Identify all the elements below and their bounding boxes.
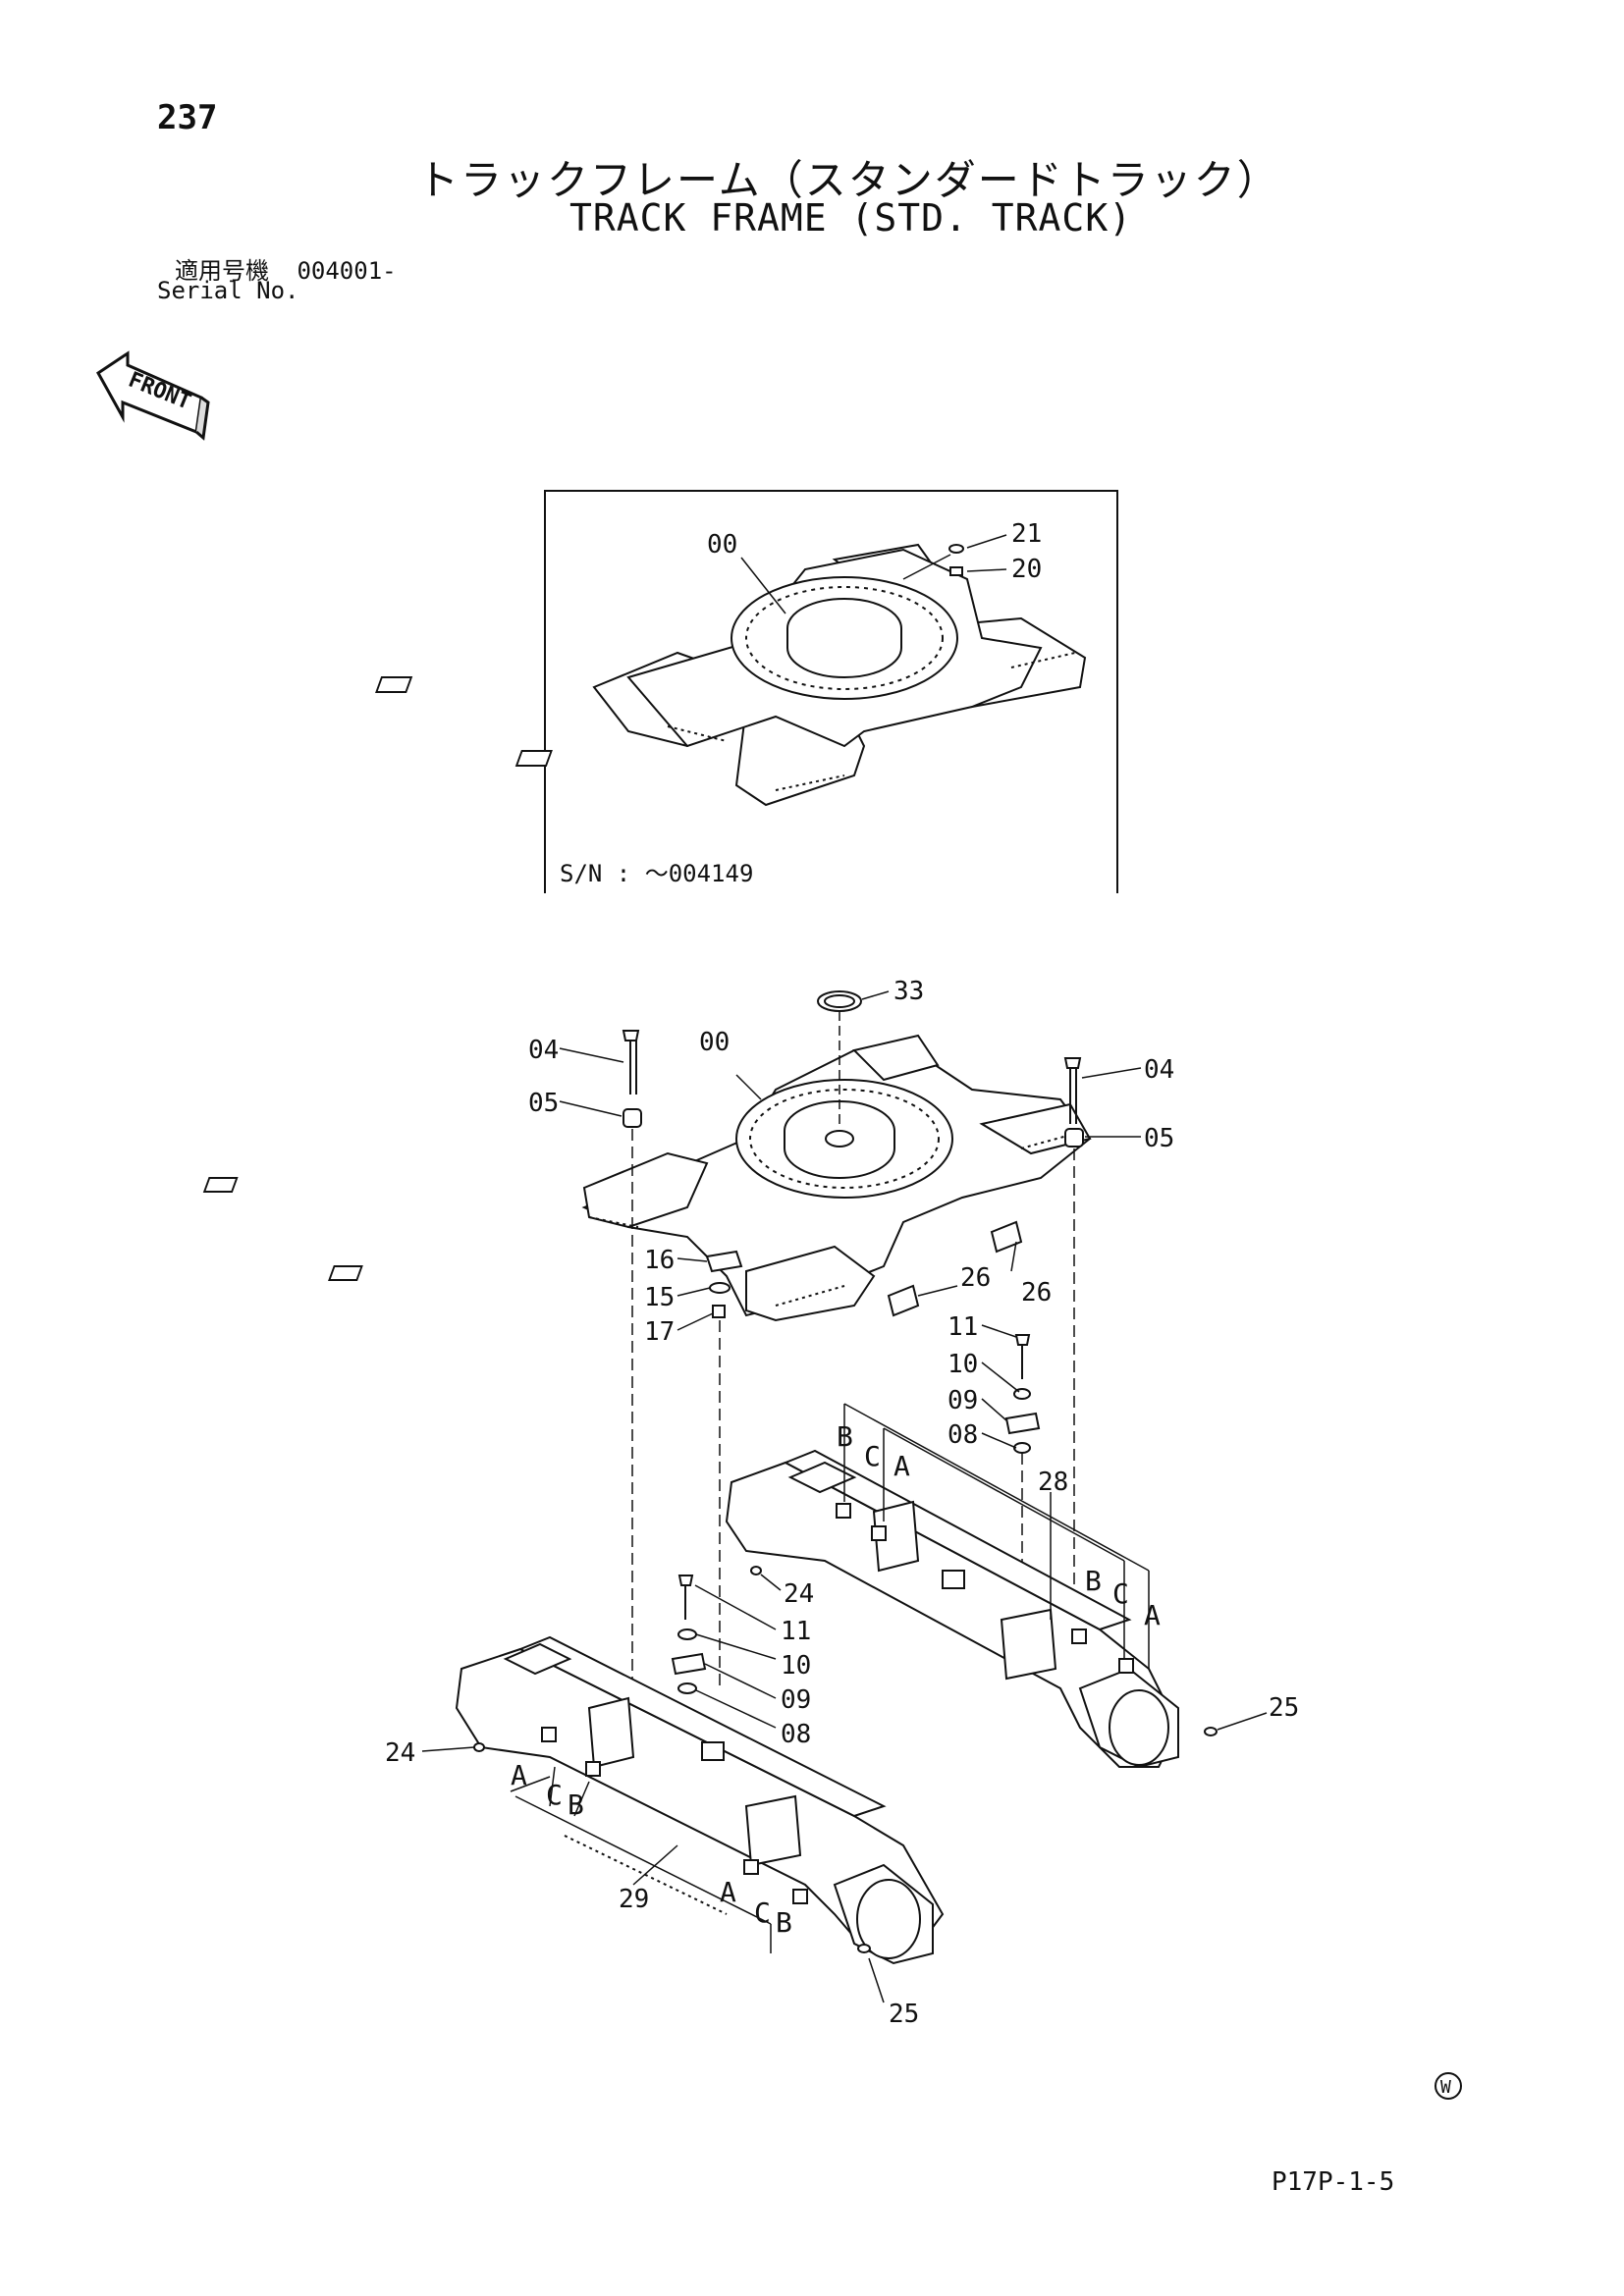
inset-frame-drawing [375,543,1087,807]
view-letter-b-left-1: B [568,1789,584,1821]
view-letter-a-right-top: A [893,1450,910,1482]
callout-15: 15 [644,1283,675,1312]
callout-24-left: 24 [385,1738,415,1768]
inset-callout-00: 00 [707,530,737,560]
left-track-frame-drawing [455,1575,945,1965]
sheet-code: P17P-1-5 [1272,2167,1395,2197]
view-letter-c-left-1: C [546,1779,563,1811]
callout-24-right: 24 [784,1579,814,1609]
view-letter-b-left-2: B [776,1906,792,1939]
view-letter-c-right-end: C [1112,1577,1129,1610]
serial-label-en: Serial No. [157,277,299,304]
callout-08-lower: 08 [781,1720,811,1749]
serial-line-japanese: 適用号機 004001- [175,251,397,286]
callout-09-lower: 09 [781,1685,811,1715]
inset-serial-note: S/N : ～004149 [560,860,753,887]
callout-08-upper: 08 [947,1420,978,1450]
callout-04-right: 04 [1144,1055,1174,1085]
callout-28: 28 [1038,1468,1068,1497]
view-letter-a-right-end: A [1144,1599,1161,1631]
callout-10-lower: 10 [781,1651,811,1681]
serial-label-ja: 適用号機 [175,257,269,285]
title-japanese: トラックフレーム（スタンダードトラック） [417,156,1280,204]
view-letter-a-left-2: A [720,1876,736,1908]
upper-frame-drawing [202,990,1092,1454]
callout-05-right: 05 [1144,1124,1174,1153]
callout-04-left: 04 [528,1036,559,1065]
callout-25-right: 25 [1269,1693,1299,1723]
right-track-frame-drawing [725,1449,1218,1769]
callout-00: 00 [699,1028,730,1057]
view-letter-c-right-top: C [864,1440,881,1472]
callout-10-upper: 10 [947,1350,978,1379]
callout-11-upper: 11 [947,1312,978,1342]
callout-29: 29 [619,1885,649,1914]
right-frame-leaders [760,1403,1268,1731]
watermark-label: W [1440,2077,1451,2098]
callout-33: 33 [893,977,924,1006]
page-number: 237 [157,98,218,137]
front-arrow-icon: FRONT [96,350,210,441]
inset-frame [544,490,1118,893]
inset-callout-20: 20 [1011,555,1042,584]
callout-26-left: 26 [960,1263,991,1293]
inset-callout-21: 21 [1011,519,1042,549]
callout-16: 16 [644,1246,675,1275]
upper-frame-leaders [559,990,1142,1688]
serial-value: 004001- [297,257,397,285]
callout-17: 17 [644,1317,675,1347]
view-letter-b-right-end: B [1085,1565,1102,1597]
callout-09-upper: 09 [947,1386,978,1415]
callout-11-lower: 11 [781,1617,811,1646]
view-letter-a-left-1: A [511,1759,527,1791]
left-frame-leaders [421,1584,885,2003]
view-letter-c-left-2: C [754,1896,771,1929]
watermark-circle-icon: W [1435,2072,1462,2100]
title-english: TRACK FRAME (STD. TRACK) [569,196,1133,240]
callout-05-left: 05 [528,1089,559,1118]
inset-leader-lines [740,534,1007,614]
callout-25-left: 25 [889,2000,919,2029]
view-letter-b-right-top: B [837,1420,853,1453]
callout-26-right: 26 [1021,1278,1052,1308]
